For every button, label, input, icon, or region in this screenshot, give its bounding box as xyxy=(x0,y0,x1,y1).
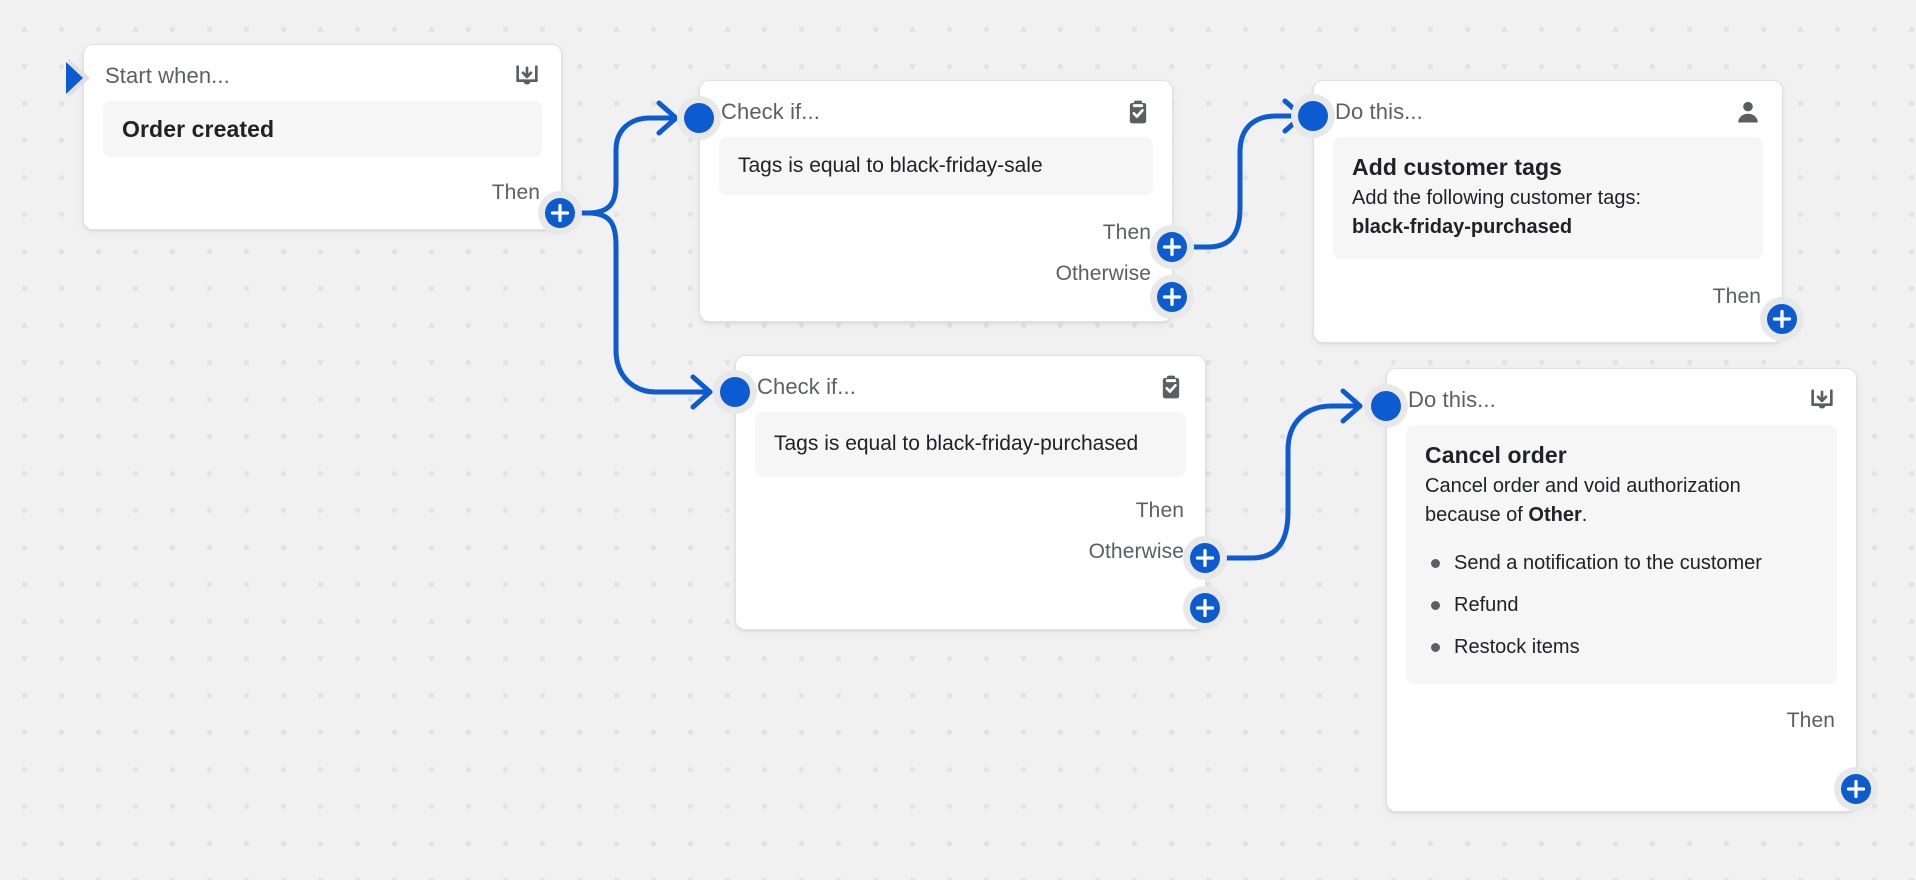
trigger-then-label: Then xyxy=(491,180,540,204)
plus-icon xyxy=(1772,309,1792,329)
condition-two-body[interactable]: Tags is equal to black-friday-purchased xyxy=(755,412,1186,477)
condition-one-body[interactable]: Tags is equal to black-friday-sale xyxy=(719,137,1153,195)
arrowhead-condition-one xyxy=(656,100,679,136)
plus-icon xyxy=(550,203,570,223)
action-two-description-strong: Other xyxy=(1528,503,1582,526)
action-two-description-before: Cancel order and void authorization beca… xyxy=(1425,474,1741,526)
trigger-card-header-label: Start when... xyxy=(105,62,230,88)
condition-one-then-label: Then xyxy=(1102,220,1151,244)
condition-two-expression: Tags is equal to black-friday-purchased xyxy=(774,432,1139,455)
condition-two-otherwise-plus-button[interactable] xyxy=(1183,586,1227,630)
action-two-then-label: Then xyxy=(1786,709,1835,733)
condition-one-input-port[interactable] xyxy=(677,96,721,140)
condition-one-card[interactable]: Check if... Tags is equal to black-frida… xyxy=(699,80,1173,322)
wire-trigger-to-condition-two xyxy=(557,210,713,395)
trigger-card[interactable]: Start when... Order created Then xyxy=(83,44,562,230)
plus-icon xyxy=(1162,237,1182,257)
action-one-then-plus-button[interactable] xyxy=(1760,297,1804,341)
plus-icon xyxy=(1195,548,1215,568)
clipboard-check-icon xyxy=(1124,98,1152,126)
action-one-then-row: Then xyxy=(1314,277,1782,318)
wire-condition-two-to-action-two xyxy=(1219,403,1363,561)
clipboard-check-icon xyxy=(1157,373,1185,401)
arrowhead-condition-two xyxy=(690,374,713,410)
condition-one-card-header-label: Check if... xyxy=(721,98,820,124)
arrowhead-action-two xyxy=(1340,388,1363,424)
action-one-description: Add the following customer tags: xyxy=(1352,186,1642,209)
condition-one-then-plus-button[interactable] xyxy=(1150,225,1194,269)
person-icon xyxy=(1734,98,1762,126)
action-two-body[interactable]: Cancel order Cancel order and void autho… xyxy=(1406,425,1837,684)
condition-two-card-header-label: Check if... xyxy=(757,373,856,399)
list-item: Restock items xyxy=(1425,633,1818,662)
condition-one-then-row: Then xyxy=(700,212,1172,253)
wire-condition-one-to-action-one xyxy=(1179,113,1305,250)
list-item: Refund xyxy=(1425,591,1818,620)
action-two-description: Cancel order and void authorization beca… xyxy=(1425,472,1818,530)
start-chevron-icon xyxy=(66,52,102,104)
condition-two-then-row: Then xyxy=(736,491,1205,532)
action-two-description-after: . xyxy=(1581,503,1588,526)
inbox-download-icon xyxy=(513,62,541,90)
trigger-then-row: Then xyxy=(84,172,561,213)
plus-icon xyxy=(1195,598,1215,618)
condition-two-then-plus-button[interactable] xyxy=(1183,536,1227,580)
condition-one-card-header: Check if... xyxy=(700,81,1172,137)
action-one-card-header-label: Do this... xyxy=(1335,98,1423,124)
plus-icon xyxy=(1162,287,1182,307)
action-one-then-label: Then xyxy=(1712,285,1761,309)
trigger-title: Order created xyxy=(122,115,275,142)
action-two-input-port[interactable] xyxy=(1364,384,1408,428)
condition-two-card[interactable]: Check if... Tags is equal to black-frida… xyxy=(735,355,1206,630)
condition-two-card-header: Check if... xyxy=(736,356,1205,412)
condition-one-otherwise-plus-button[interactable] xyxy=(1150,275,1194,319)
action-one-input-port[interactable] xyxy=(1291,94,1335,138)
condition-two-otherwise-row: Otherwise xyxy=(736,532,1205,573)
plus-icon xyxy=(1846,779,1866,799)
trigger-then-plus-button[interactable] xyxy=(538,191,582,235)
condition-one-otherwise-row: Otherwise xyxy=(700,253,1172,294)
action-two-card[interactable]: Do this... Cancel order Cancel order and… xyxy=(1386,368,1857,812)
action-two-card-header: Do this... xyxy=(1387,369,1856,425)
condition-two-otherwise-label: Otherwise xyxy=(1088,540,1184,564)
condition-two-input-port[interactable] xyxy=(713,370,757,414)
inbox-download-icon xyxy=(1808,386,1836,414)
list-item: Send a notification to the customer xyxy=(1425,549,1818,578)
action-two-title: Cancel order xyxy=(1425,442,1567,468)
condition-two-then-label: Then xyxy=(1135,499,1184,523)
trigger-body[interactable]: Order created xyxy=(103,101,542,157)
action-one-body[interactable]: Add customer tags Add the following cust… xyxy=(1333,137,1763,259)
action-one-card[interactable]: Do this... Add customer tags Add the fol… xyxy=(1313,80,1783,343)
action-one-title: Add customer tags xyxy=(1352,154,1563,180)
action-two-then-plus-button[interactable] xyxy=(1834,767,1878,811)
action-one-card-header: Do this... xyxy=(1314,81,1782,137)
action-two-options-list: Send a notification to the customer Refu… xyxy=(1425,549,1818,662)
trigger-card-header: Start when... xyxy=(84,45,561,101)
action-one-tag: black-friday-purchased xyxy=(1352,215,1573,238)
condition-one-expression: Tags is equal to black-friday-sale xyxy=(738,154,1043,178)
condition-one-otherwise-label: Otherwise xyxy=(1055,261,1151,285)
action-two-card-header-label: Do this... xyxy=(1408,386,1496,412)
action-two-then-row: Then xyxy=(1387,701,1856,742)
